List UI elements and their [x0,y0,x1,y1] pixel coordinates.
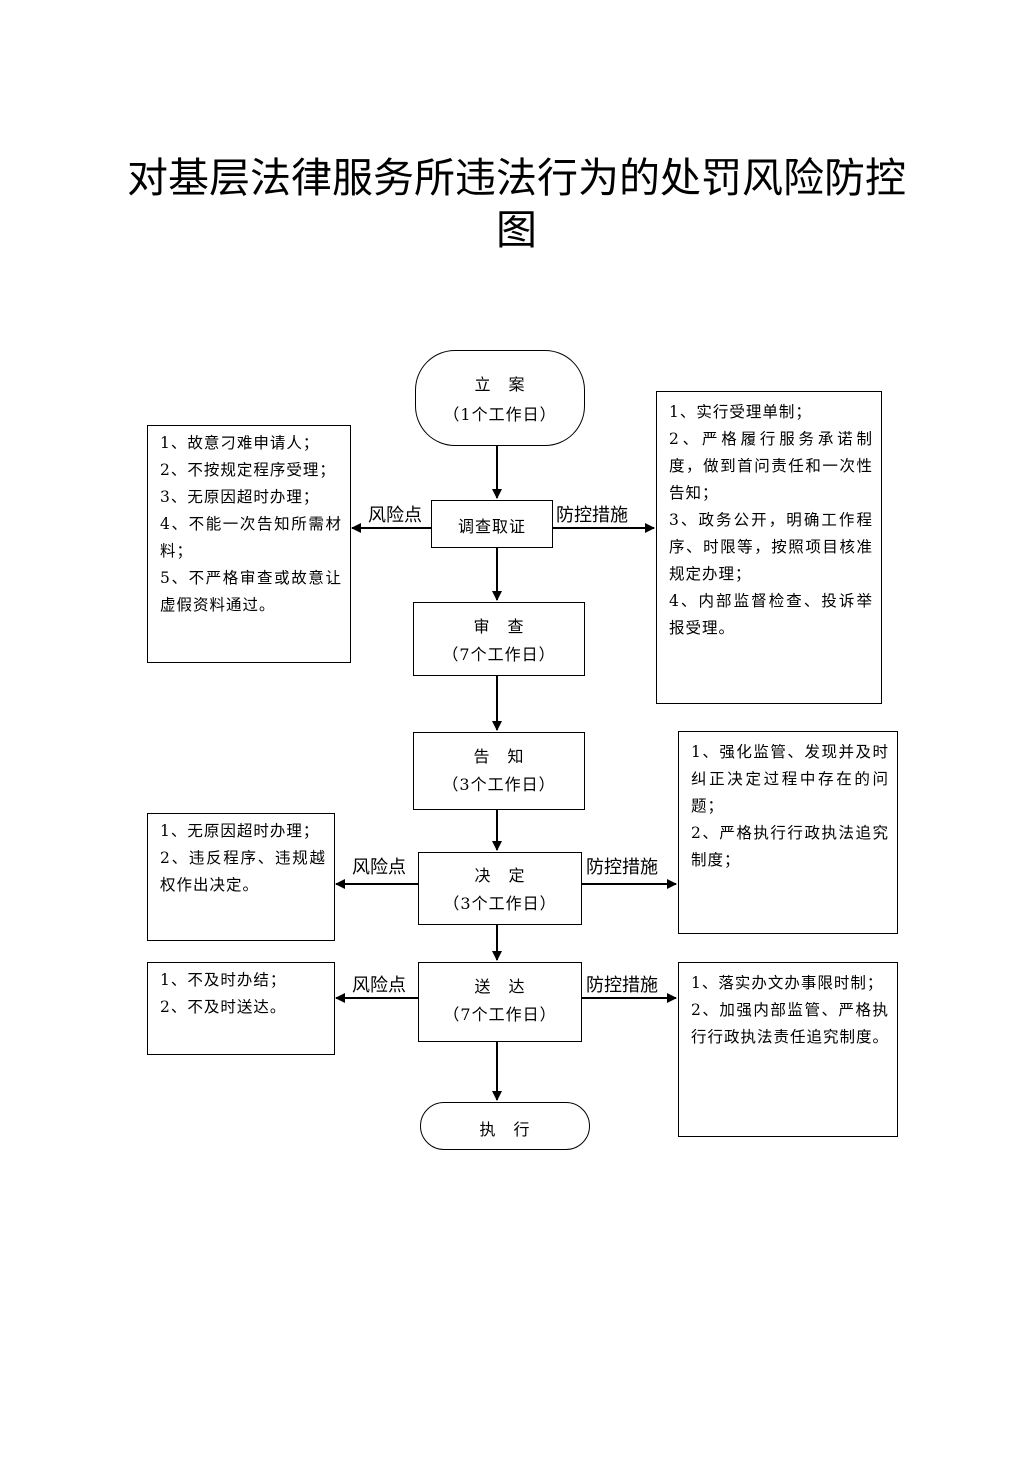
control-box-1: 1、实行受理单制； 2、严格履行服务承诺制度，做到首问责任和一次性告知； 3、政… [656,391,882,704]
control-box-2: 1、强化监管、发现并及时纠正决定过程中存在的问题； 2、严格执行行政执法追究制度… [678,731,898,934]
risk-label-1: 风险点 [368,505,422,526]
control-item: 1、实行受理单制； [669,403,812,421]
control-item: 2、加强内部监管、严格执行行政执法责任追究制度。 [691,1001,890,1046]
step-name: 审 查 [473,617,525,636]
step-name: 决 定 [474,866,526,885]
risk-label-2: 风险点 [352,857,406,878]
risk-item: 1、不及时办结； [160,971,287,989]
control-label-3: 防控措施 [586,975,658,996]
step-name: 送 达 [474,977,526,996]
page-title-continued: 图 [496,206,537,254]
step-days: （1个工作日） [443,405,557,424]
step-days: （7个工作日） [443,1005,557,1024]
risk-box-1: 1、故意刁难申请人； 2、不按规定程序受理； 3、无原因超时办理； 4、不能一次… [147,425,351,663]
risk-item: 1、无原因超时办理； [160,822,320,840]
control-label-1: 防控措施 [556,505,628,526]
risk-item: 2、不及时送达。 [160,998,287,1016]
control-label-2: 防控措施 [586,857,658,878]
step-name: 执 行 [479,1120,531,1139]
control-item: 4、内部监督检查、投诉举报受理。 [669,592,873,637]
risk-label-3: 风险点 [352,975,406,996]
step-name: 告 知 [473,747,525,766]
control-item: 2、严格履行服务承诺制度，做到首问责任和一次性告知； [669,430,873,502]
step-days: （3个工作日） [442,775,556,794]
step-name: 立 案 [474,375,526,394]
risk-item: 4、不能一次告知所需材料； [160,515,342,560]
step-gaozhi: 告 知 （3个工作日） [413,732,585,810]
step-shencha: 审 查 （7个工作日） [413,602,585,676]
step-days: （7个工作日） [442,645,556,664]
control-item: 3、政务公开，明确工作程序、时限等，按照项目核准规定办理； [669,511,873,583]
risk-item: 2、违反程序、违规越权作出决定。 [160,849,326,894]
step-songda: 送 达 （7个工作日） [418,962,582,1042]
control-item: 1、强化监管、发现并及时纠正决定过程中存在的问题； [691,743,889,815]
step-diaocha: 调查取证 [431,500,553,548]
step-jueding: 决 定 （3个工作日） [418,852,582,925]
control-item: 2、严格执行行政执法追究制度； [691,824,889,869]
step-name: 调查取证 [457,517,526,536]
risk-item: 2、不按规定程序受理； [160,461,336,479]
risk-item: 5、不严格审查或故意让虚假资料通过。 [160,569,342,614]
page-title: 对基层法律服务所违法行为的处罚风险防控 [127,154,906,202]
step-zhixing: 执 行 [420,1102,590,1150]
risk-box-3: 1、不及时办结； 2、不及时送达。 [147,962,335,1055]
step-lian: 立 案 （1个工作日） [415,350,585,446]
risk-item: 3、无原因超时办理； [160,488,320,506]
risk-item: 1、故意刁难申请人； [160,434,320,452]
step-days: （3个工作日） [443,894,557,913]
risk-box-2: 1、无原因超时办理； 2、违反程序、违规越权作出决定。 [147,813,335,941]
control-item: 1、落实办文办事限时制； [691,974,884,992]
control-box-3: 1、落实办文办事限时制； 2、加强内部监管、严格执行行政执法责任追究制度。 [678,962,898,1137]
